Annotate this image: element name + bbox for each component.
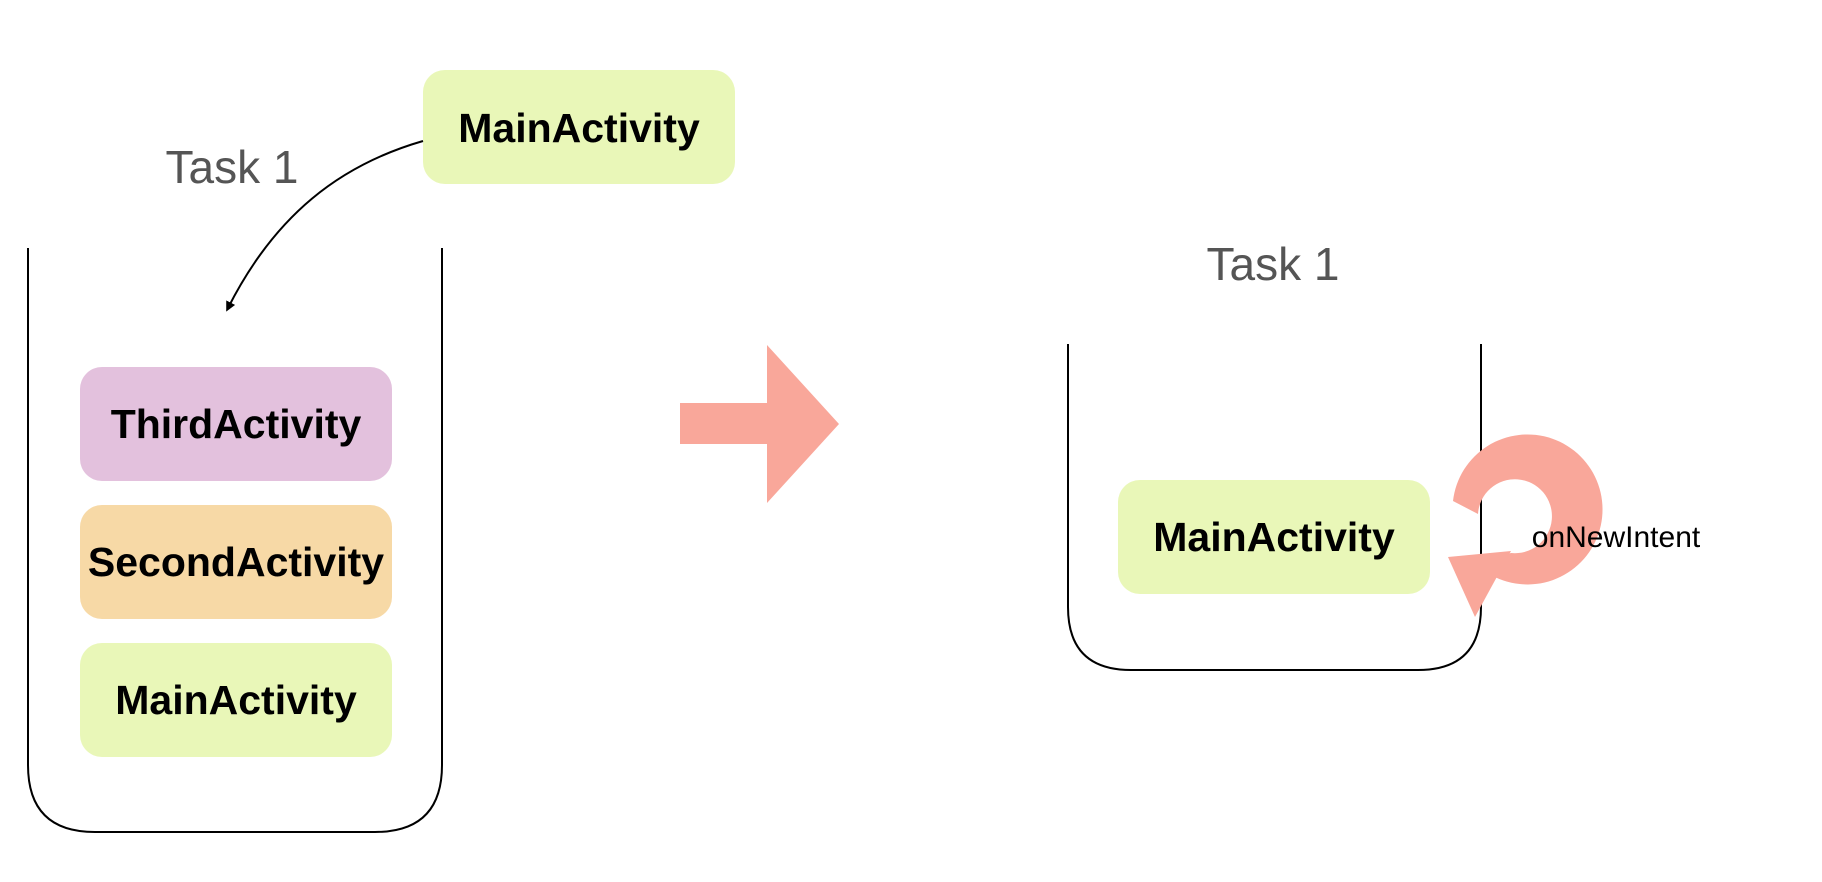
- second-activity-box: [80, 505, 392, 619]
- main-activity-box: [80, 643, 392, 757]
- stack-item-second-activity: SecondActivity: [80, 505, 392, 619]
- incoming-main-activity-label: MainActivity: [458, 105, 700, 151]
- right-stack-item-main-activity: MainActivity: [1118, 480, 1430, 594]
- main-activity-label: MainActivity: [115, 677, 357, 723]
- third-activity-label: ThirdActivity: [111, 401, 362, 447]
- right-main-activity-box: [1118, 480, 1430, 594]
- right-arrow-icon: [680, 345, 839, 503]
- on-new-intent-label: onNewIntent: [1532, 521, 1701, 554]
- stack-item-third-activity: ThirdActivity: [80, 367, 392, 481]
- launch-arrow: [226, 140, 424, 312]
- right-main-activity-label: MainActivity: [1153, 514, 1395, 560]
- third-activity-box: [80, 367, 392, 481]
- left-task-container: [27, 248, 443, 833]
- second-activity-label: SecondActivity: [88, 539, 384, 585]
- incoming-main-activity-box: [423, 70, 735, 184]
- left-task-label: Task 1: [166, 141, 299, 193]
- right-task-container: [1067, 344, 1482, 671]
- right-task-label: Task 1: [1207, 238, 1340, 290]
- stack-item-main-activity: MainActivity: [80, 643, 392, 757]
- incoming-main-activity: MainActivity: [423, 70, 735, 184]
- circular-arrow-icon: [1448, 434, 1603, 617]
